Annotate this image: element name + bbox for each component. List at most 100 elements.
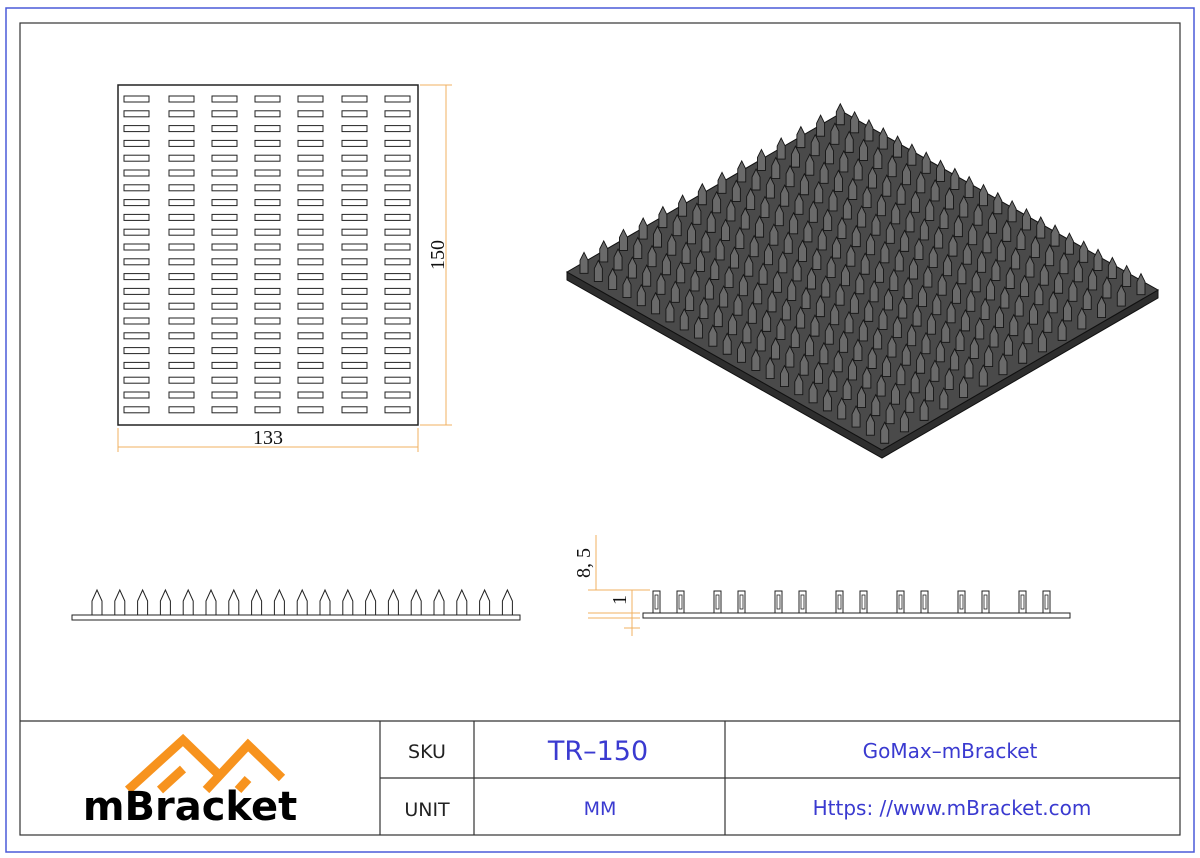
- iso-tooth: [887, 154, 897, 178]
- iso-tooth: [781, 297, 791, 321]
- iso-tooth: [968, 222, 978, 246]
- iso-tooth: [613, 247, 623, 271]
- iso-tooth: [762, 309, 772, 332]
- iso-tooth: [690, 268, 700, 292]
- plan-slot: [297, 347, 324, 355]
- plan-slot: [123, 184, 150, 192]
- plan-slot: [254, 347, 281, 355]
- iso-tooth: [848, 177, 858, 200]
- iso-tooth: [1097, 295, 1107, 318]
- iso-tooth: [765, 176, 775, 199]
- iso-tooth: [833, 349, 843, 373]
- iso-tooth: [869, 279, 879, 303]
- front-tooth: [342, 588, 354, 616]
- plan-slot: [297, 332, 324, 340]
- iso-tooth: [1059, 251, 1069, 275]
- iso-tooth: [907, 143, 917, 166]
- plan-slot: [168, 347, 195, 355]
- side-tooth-slot: [1044, 594, 1049, 610]
- front-tooth: [410, 588, 422, 616]
- iso-tooth: [1102, 276, 1112, 299]
- plan-slot: [123, 273, 150, 281]
- plan-slot: [211, 361, 238, 369]
- iso-tooth: [1045, 243, 1055, 267]
- front-elevation: [71, 588, 521, 621]
- iso-tooth: [701, 229, 711, 253]
- plan-slot: [211, 287, 238, 295]
- plan-slot: [297, 376, 324, 384]
- plan-slot: [168, 213, 195, 221]
- iso-tooth: [764, 242, 773, 266]
- iso-tooth: [814, 361, 823, 384]
- iso-tooth: [721, 218, 730, 241]
- iso-tooth: [873, 146, 883, 170]
- plan-slot: [341, 347, 368, 355]
- plan-slot: [297, 287, 324, 295]
- iso-tooth: [957, 261, 967, 285]
- plan-height-label: 150: [427, 240, 449, 270]
- side-tooth-slot: [983, 594, 988, 610]
- plan-slot: [254, 258, 281, 266]
- plan-slot: [384, 125, 411, 133]
- iso-tooth: [747, 301, 757, 324]
- website-link[interactable]: Https: //www.mBracket.com: [813, 796, 1092, 820]
- iso-tooth: [959, 375, 969, 398]
- side-thickness-label: 1: [609, 595, 631, 605]
- plan-slot: [341, 169, 368, 177]
- iso-tooth: [842, 377, 852, 400]
- front-tooth: [114, 588, 126, 616]
- plan-slot: [297, 110, 324, 118]
- iso-tooth: [1068, 279, 1078, 302]
- iso-tooth: [894, 248, 904, 272]
- plan-slot: [168, 110, 195, 118]
- iso-tooth: [622, 275, 632, 299]
- iso-tooth: [919, 398, 929, 421]
- iso-tooth: [783, 231, 793, 254]
- iso-tooth: [756, 148, 766, 171]
- iso-tooth: [767, 289, 777, 313]
- iso-tooth: [1093, 248, 1103, 271]
- plan-slot: [211, 317, 238, 325]
- iso-tooth: [857, 205, 867, 228]
- iso-tooth: [814, 180, 824, 204]
- plan-height-dimension: [420, 84, 452, 426]
- iso-tooth: [857, 385, 866, 408]
- iso-tooth: [746, 187, 756, 210]
- plan-slot: [123, 169, 150, 177]
- iso-tooth: [1005, 266, 1015, 289]
- iso-tooth: [1003, 333, 1013, 356]
- plan-slot: [254, 332, 281, 340]
- front-tooth: [456, 588, 468, 616]
- iso-tooth: [930, 359, 940, 382]
- iso-tooth: [865, 413, 875, 436]
- plan-slot: [297, 184, 324, 192]
- plan-slot: [168, 302, 195, 310]
- iso-tooth: [837, 216, 847, 239]
- iso-tooth: [864, 118, 874, 142]
- iso-tooth: [896, 362, 906, 386]
- iso-tooth: [579, 251, 589, 274]
- side-tooth-slot: [654, 594, 659, 610]
- iso-tooth: [873, 326, 883, 350]
- plan-slot: [254, 125, 281, 133]
- plan-slot: [341, 125, 368, 133]
- iso-tooth: [665, 299, 675, 323]
- iso-tooth: [871, 393, 881, 417]
- iso-tooth: [710, 257, 720, 280]
- iso-tooth: [939, 386, 949, 410]
- iso-tooth: [608, 267, 618, 290]
- front-teeth-row: [91, 588, 513, 616]
- plan-slot: [123, 213, 150, 221]
- front-tooth: [273, 588, 285, 616]
- side-tooth-slot: [898, 594, 903, 610]
- plan-slot: [254, 406, 281, 414]
- plan-slot: [211, 169, 238, 177]
- plan-slot: [341, 154, 368, 162]
- iso-tooth: [903, 276, 913, 299]
- plan-slot: [384, 302, 411, 310]
- iso-tooth: [751, 167, 761, 191]
- iso-tooth: [851, 224, 861, 248]
- plan-slot: [254, 287, 281, 295]
- plan-slot: [384, 199, 411, 207]
- iso-tooth: [776, 317, 786, 340]
